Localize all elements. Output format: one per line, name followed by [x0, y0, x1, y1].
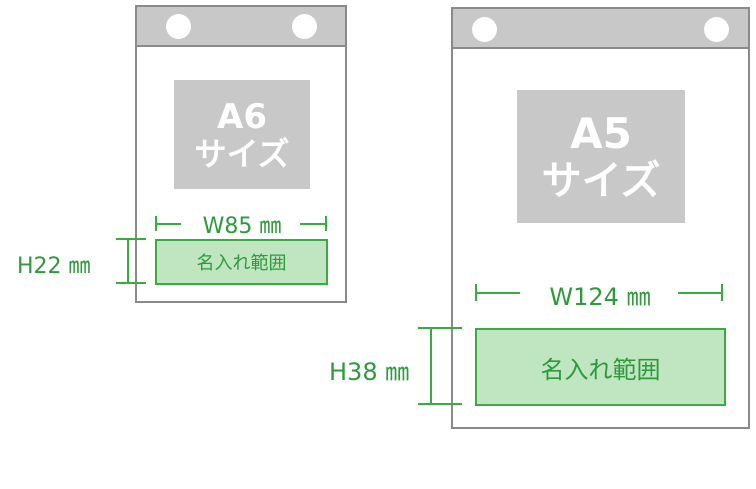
a5-height-tick-bottom — [418, 403, 462, 405]
a6-binding-hole-left — [166, 14, 191, 39]
a6-print-area: 名入れ範囲 — [155, 239, 328, 285]
a6-width-line-right — [300, 223, 327, 225]
a5-width-tick-right — [721, 284, 723, 301]
a5-width-label: W124 ㎜ — [549, 283, 651, 311]
a5-size-word: サイズ — [541, 157, 661, 204]
a6-height-line — [127, 238, 129, 284]
a6-height-label: H22 ㎜ — [17, 254, 91, 279]
a5-memo-pad: A5 サイズ 名入れ範囲 — [451, 7, 750, 429]
a6-size-name: A6 — [217, 96, 267, 137]
a6-pad-header — [137, 7, 345, 47]
a6-size-label: A6 サイズ — [174, 80, 310, 189]
a5-size-name: A5 — [570, 108, 632, 158]
a6-size-word: サイズ — [194, 134, 290, 173]
a6-binding-hole-right — [292, 14, 317, 39]
a6-width-label: W85 ㎜ — [202, 214, 282, 239]
a6-height-tick-top — [116, 238, 146, 240]
a5-height-tick-top — [418, 327, 462, 329]
a6-print-area-label: 名入れ範囲 — [196, 253, 287, 274]
a5-binding-hole-right — [704, 17, 729, 42]
a6-height-tick-bottom — [116, 282, 146, 284]
a5-width-line-right — [678, 292, 723, 294]
a6-width-tick-right — [325, 216, 327, 231]
a5-binding-hole-left — [472, 17, 497, 42]
a5-print-area: 名入れ範囲 — [475, 328, 726, 406]
a5-pad-header — [453, 9, 748, 49]
a5-size-label: A5 サイズ — [517, 90, 685, 223]
a5-height-line — [430, 327, 432, 405]
a5-print-area-label: 名入れ範囲 — [540, 355, 661, 384]
a6-memo-pad: A6 サイズ 名入れ範囲 — [135, 5, 347, 303]
a6-width-line-left — [155, 223, 181, 225]
a5-width-line-left — [475, 292, 520, 294]
a5-height-label: H38 ㎜ — [329, 358, 410, 386]
